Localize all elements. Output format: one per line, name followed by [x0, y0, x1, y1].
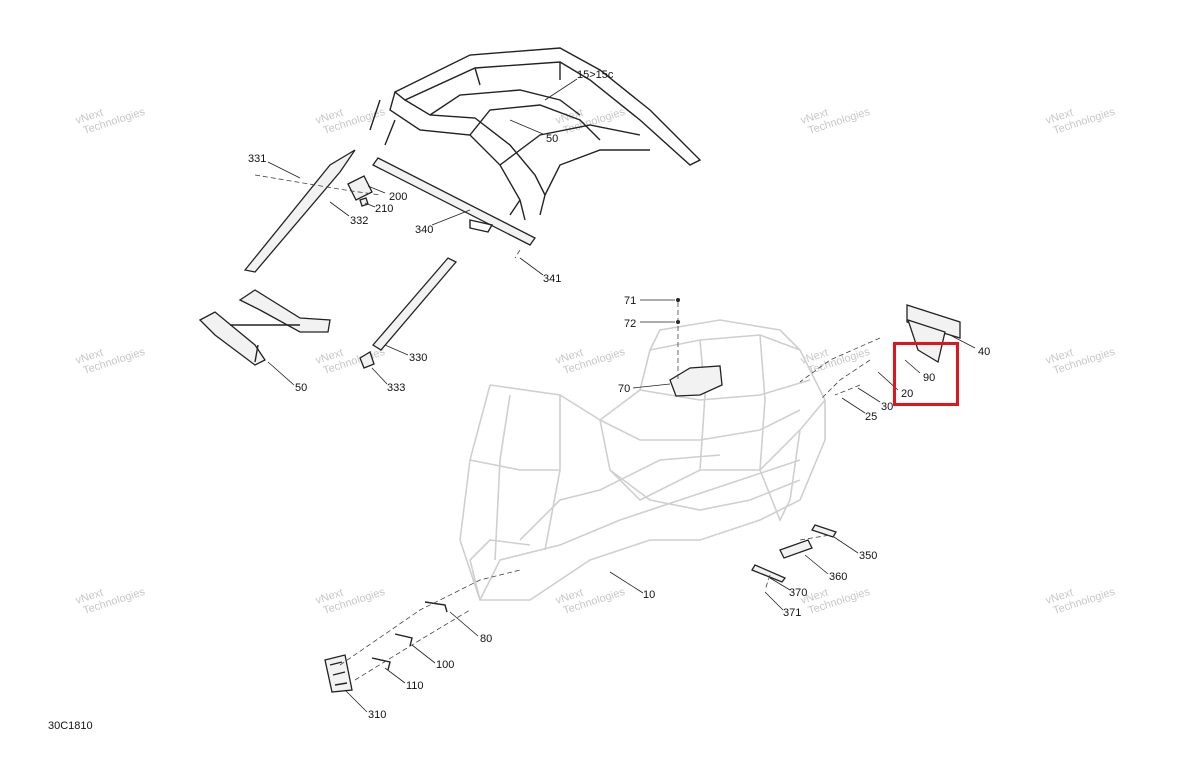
callout-50-top: 50	[546, 133, 558, 145]
callout-310: 310	[368, 709, 386, 721]
callout-110: 110	[406, 680, 424, 692]
callout-330: 330	[409, 352, 427, 364]
bracket-310	[324, 654, 353, 693]
callout-80: 80	[480, 633, 492, 645]
callout-371: 371	[783, 607, 801, 619]
callout-30: 30	[881, 401, 893, 413]
callout-340: 340	[415, 224, 433, 236]
callout-labels: 15>15c 50 331 200 210 332 340 341 71 72 …	[248, 69, 990, 721]
callout-20: 20	[901, 388, 913, 400]
crossbar-340	[372, 157, 536, 246]
callout-331: 331	[248, 153, 266, 165]
main-frame-ghost	[459, 319, 826, 601]
callout-341: 341	[543, 273, 561, 285]
grab-bar-331	[243, 149, 356, 273]
small-parts-front	[371, 601, 448, 671]
callout-370: 370	[789, 587, 807, 599]
highlight-box-90	[893, 342, 959, 406]
callout-332: 332	[350, 215, 368, 227]
brace-50-lower	[198, 289, 331, 366]
document-code: 30C1810	[48, 720, 93, 732]
link-350	[811, 524, 837, 538]
callout-15: 15>15c	[577, 69, 614, 81]
callout-72: 72	[624, 318, 636, 330]
leader-lines	[267, 78, 976, 713]
callout-50-lower: 50	[295, 382, 307, 394]
callout-360: 360	[829, 571, 847, 583]
callout-25: 25	[865, 411, 877, 423]
callout-71: 71	[624, 295, 636, 307]
callout-40: 40	[978, 346, 990, 358]
tube-330	[359, 257, 458, 369]
callout-90: 90	[923, 372, 935, 384]
callout-210: 210	[375, 203, 393, 215]
roll-cage-top	[369, 47, 702, 221]
assembly-lines	[254, 174, 881, 681]
link-370	[751, 564, 787, 583]
callout-10: 10	[643, 589, 655, 601]
callout-350: 350	[859, 550, 877, 562]
callout-70: 70	[618, 383, 630, 395]
callout-100: 100	[436, 659, 454, 671]
callout-333: 333	[387, 382, 405, 394]
link-360	[779, 539, 813, 559]
callout-200: 200	[389, 191, 407, 203]
plate-40	[906, 304, 961, 364]
